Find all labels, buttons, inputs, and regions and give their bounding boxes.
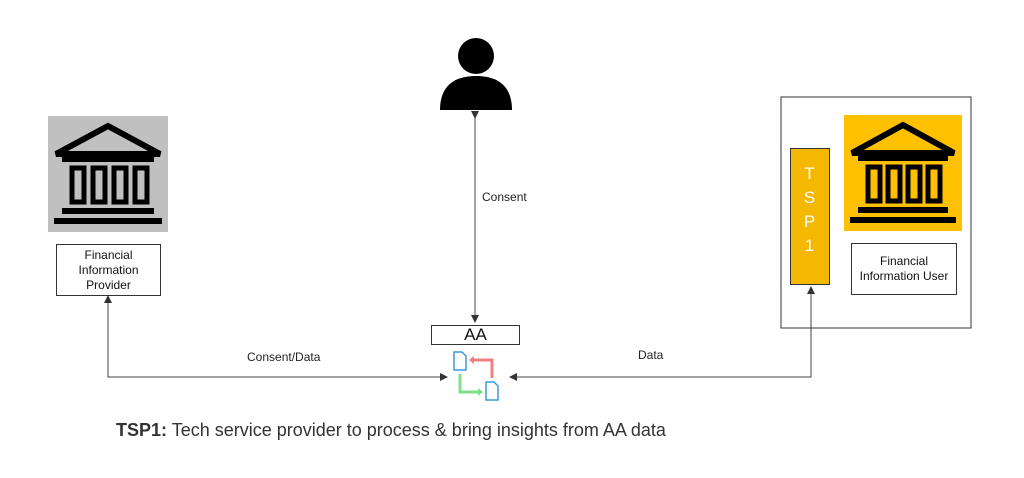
- data-line: [509, 290, 812, 381]
- fiu-label: Financial Information User: [851, 243, 957, 295]
- data-label: Data: [638, 348, 664, 362]
- bank-icon: [48, 116, 168, 232]
- tsp1-label: T S P 1: [803, 164, 817, 255]
- caption: TSP1: Tech service provider to process &…: [116, 420, 666, 441]
- user-icon: [440, 38, 512, 110]
- consent-data-label: Consent/Data: [247, 350, 321, 364]
- bank-icon: [844, 115, 962, 231]
- consent-label: Consent: [482, 190, 527, 204]
- tsp1-box: [790, 148, 830, 285]
- consent-data-line: [107, 300, 448, 381]
- aa-exchange-icon: [453, 351, 499, 401]
- aa-label: AA: [431, 325, 520, 345]
- caption-term: TSP1:: [116, 420, 168, 440]
- caption-text: Tech service provider to process & bring…: [167, 420, 666, 440]
- fiu-container: [780, 96, 972, 329]
- fip-label: Financial Information Provider: [56, 244, 161, 296]
